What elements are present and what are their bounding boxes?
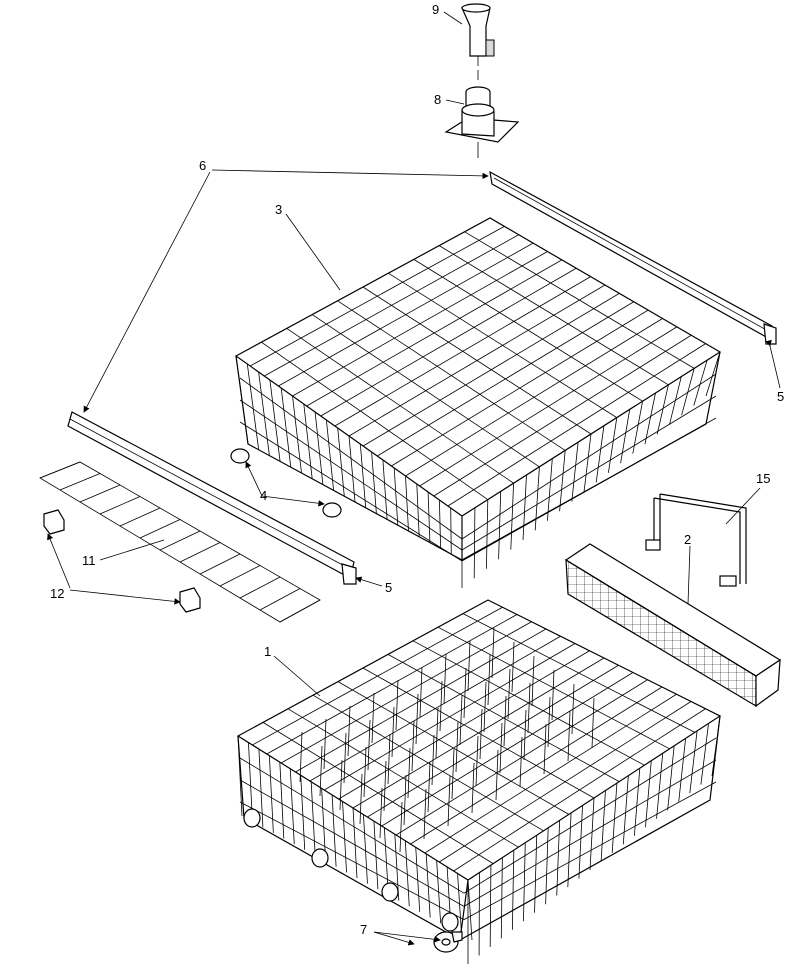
label-part-5-upper: 5 [777, 389, 784, 404]
label-part-3: 3 [275, 202, 282, 217]
label-part-11: 11 [82, 553, 96, 568]
leader-lines [47, 11, 781, 946]
label-part-7: 7 [360, 922, 367, 937]
label-part-1: 1 [264, 644, 271, 659]
label-part-8: 8 [434, 92, 441, 107]
shelf-part-11 [39, 461, 321, 623]
wheel-part-7 [433, 931, 463, 953]
label-part-5-lower: 5 [385, 580, 392, 595]
label-part-6: 6 [199, 158, 206, 173]
label-part-2: 2 [684, 532, 691, 547]
label-part-4: 4 [260, 488, 267, 503]
part-labels: 9 8 6 3 5 4 15 2 11 5 12 1 7 [50, 2, 784, 937]
hub-part-8 [444, 86, 520, 158]
rack-rail-lower [67, 411, 357, 585]
handle-part-15 [645, 493, 747, 587]
label-part-15: 15 [756, 471, 770, 486]
lower-rack-part-1 [236, 599, 722, 964]
basket-part-2 [564, 543, 782, 708]
label-part-12: 12 [50, 586, 64, 601]
upper-rack-part-3 [230, 217, 722, 588]
rack-rail-upper [489, 170, 777, 345]
label-part-9: 9 [432, 2, 439, 17]
nozzle-part-9 [461, 3, 495, 80]
